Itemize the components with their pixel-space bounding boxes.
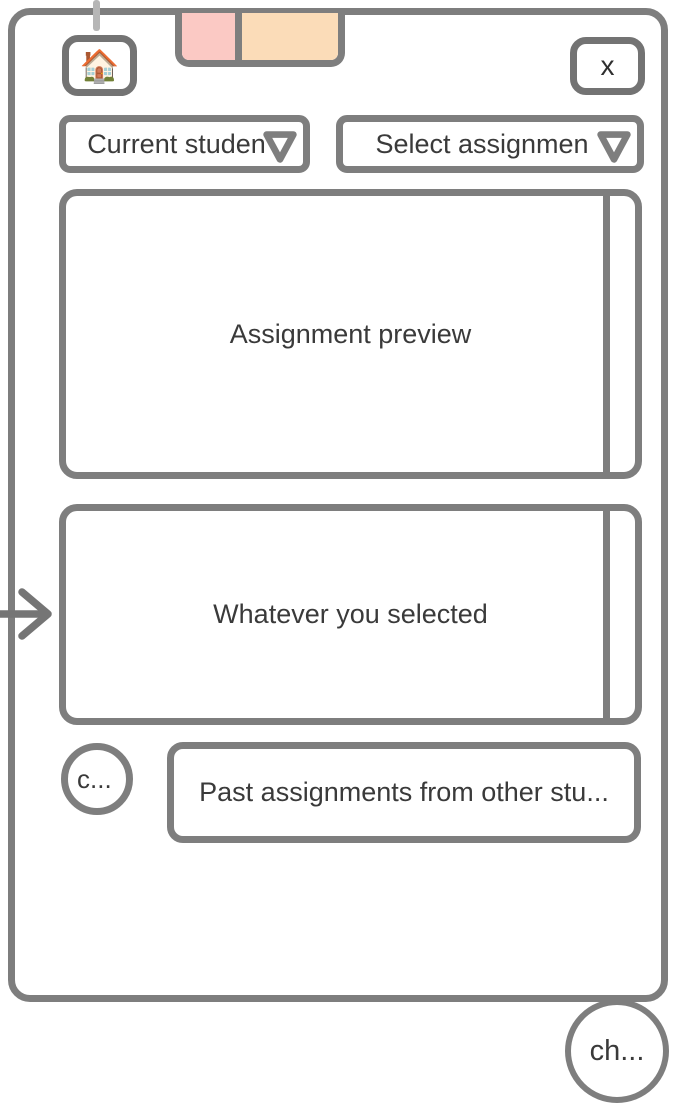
past-assignments-button[interactable]: Past assignments from other stu...: [167, 742, 641, 843]
close-button[interactable]: x: [570, 37, 645, 95]
current-student-dropdown-label: Current studen: [87, 128, 266, 159]
tab-pink[interactable]: [182, 13, 235, 60]
current-student-dropdown[interactable]: Current studen: [59, 115, 310, 173]
selection-panel: Whatever you selected: [59, 504, 642, 725]
ch-bubble[interactable]: ch...: [565, 999, 669, 1103]
select-assignment-dropdown-label: Select assignmen: [375, 128, 589, 159]
assignment-preview-panel: Assignment preview: [59, 189, 642, 479]
home-icon: 🏠: [79, 47, 120, 84]
scrollbar-track[interactable]: [603, 196, 610, 472]
color-tab-strip: [175, 13, 345, 67]
tab-peach[interactable]: [242, 13, 338, 60]
ch-bubble-label: ch...: [589, 1034, 645, 1067]
pointer-arrow-icon: [0, 588, 52, 640]
c-bubble[interactable]: c...: [61, 743, 133, 815]
tab-divider: [235, 13, 242, 60]
home-button[interactable]: 🏠: [62, 35, 137, 96]
top-connector-line: [93, 0, 100, 31]
dropdown-arrow-icon: [263, 131, 297, 163]
scrollbar-track[interactable]: [603, 511, 610, 718]
past-assignments-label: Past assignments from other stu...: [199, 777, 609, 807]
close-icon: x: [600, 50, 615, 81]
c-bubble-label: c...: [77, 763, 112, 794]
select-assignment-dropdown[interactable]: Select assignmen: [336, 115, 644, 173]
selection-panel-label: Whatever you selected: [213, 599, 488, 629]
assignment-preview-label: Assignment preview: [229, 318, 472, 349]
dropdown-arrow-icon: [597, 131, 631, 163]
